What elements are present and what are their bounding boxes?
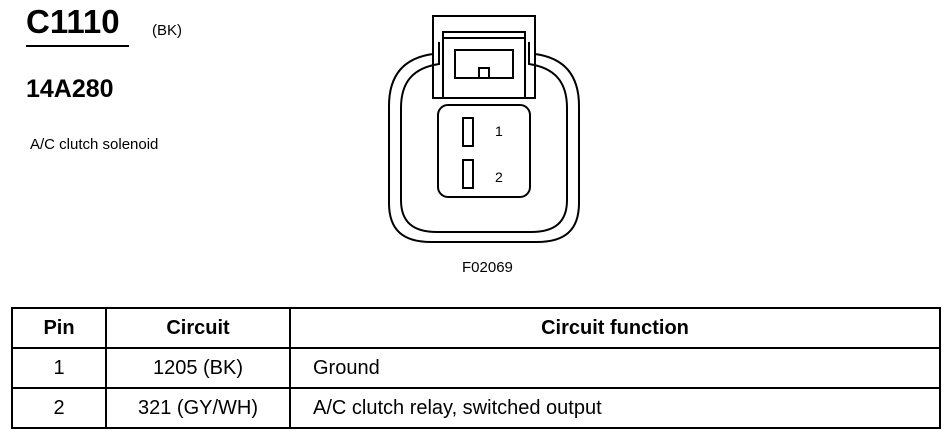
cell-function: A/C clutch relay, switched output [289, 387, 941, 429]
locking-tab-frame [442, 31, 526, 99]
column-header-pin: Pin [11, 307, 107, 349]
pin-cavity-block [437, 104, 531, 198]
cell-function: Ground [289, 347, 941, 389]
connector-outer-shell [388, 38, 580, 243]
pin-table: Pin Circuit Circuit function 1 1205 (BK)… [11, 307, 941, 429]
table-row: 1 1205 (BK) Ground [11, 347, 941, 389]
connector-color: (BK) [152, 22, 182, 39]
locking-tab-outer [432, 15, 536, 99]
connector-id: C1110 [26, 3, 120, 40]
pin-label-2: 2 [495, 169, 503, 185]
table-row: 2 321 (GY/WH) A/C clutch relay, switched… [11, 387, 941, 429]
connector-face-diagram: 1 2 [388, 15, 580, 243]
pin-label-1: 1 [495, 123, 503, 139]
column-header-function: Circuit function [289, 307, 941, 349]
cell-circuit: 1205 (BK) [105, 347, 291, 389]
locking-tab-slot [454, 49, 514, 79]
cell-pin: 1 [11, 347, 107, 389]
cell-circuit: 321 (GY/WH) [105, 387, 291, 429]
terminal-2 [462, 159, 474, 189]
column-header-circuit: Circuit [105, 307, 291, 349]
cell-pin: 2 [11, 387, 107, 429]
figure-id: F02069 [462, 259, 513, 276]
connector-id-underline [26, 45, 129, 47]
part-number: 14A280 [26, 75, 114, 103]
terminal-1 [462, 117, 474, 147]
connector-inner-shell [400, 42, 568, 233]
table-header-row: Pin Circuit Circuit function [11, 307, 941, 349]
locking-tab-notch [478, 67, 490, 78]
component-name: A/C clutch solenoid [30, 136, 159, 153]
